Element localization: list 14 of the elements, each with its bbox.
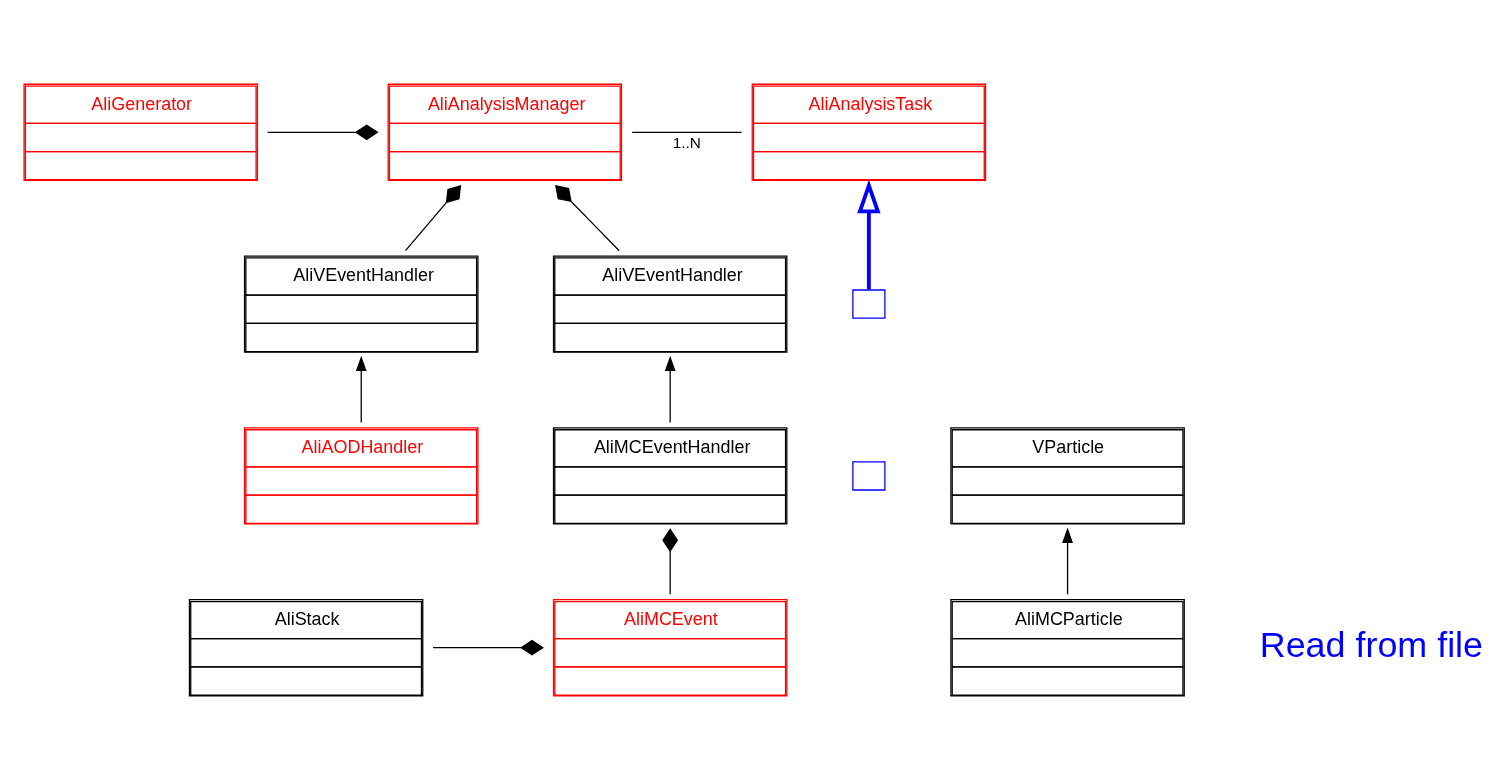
connector bbox=[555, 184, 620, 251]
edge-label: 1..N bbox=[672, 133, 701, 151]
node-box bbox=[852, 460, 886, 491]
node-box bbox=[852, 288, 886, 319]
label: Read from file bbox=[1259, 624, 1484, 665]
connector bbox=[662, 527, 679, 595]
connector bbox=[267, 123, 379, 140]
arrow bbox=[857, 179, 881, 290]
connector bbox=[404, 184, 462, 251]
arrow bbox=[1062, 527, 1073, 595]
arrow bbox=[355, 355, 367, 423]
connector bbox=[631, 131, 743, 133]
connector bbox=[432, 639, 544, 656]
arrow bbox=[664, 355, 676, 423]
